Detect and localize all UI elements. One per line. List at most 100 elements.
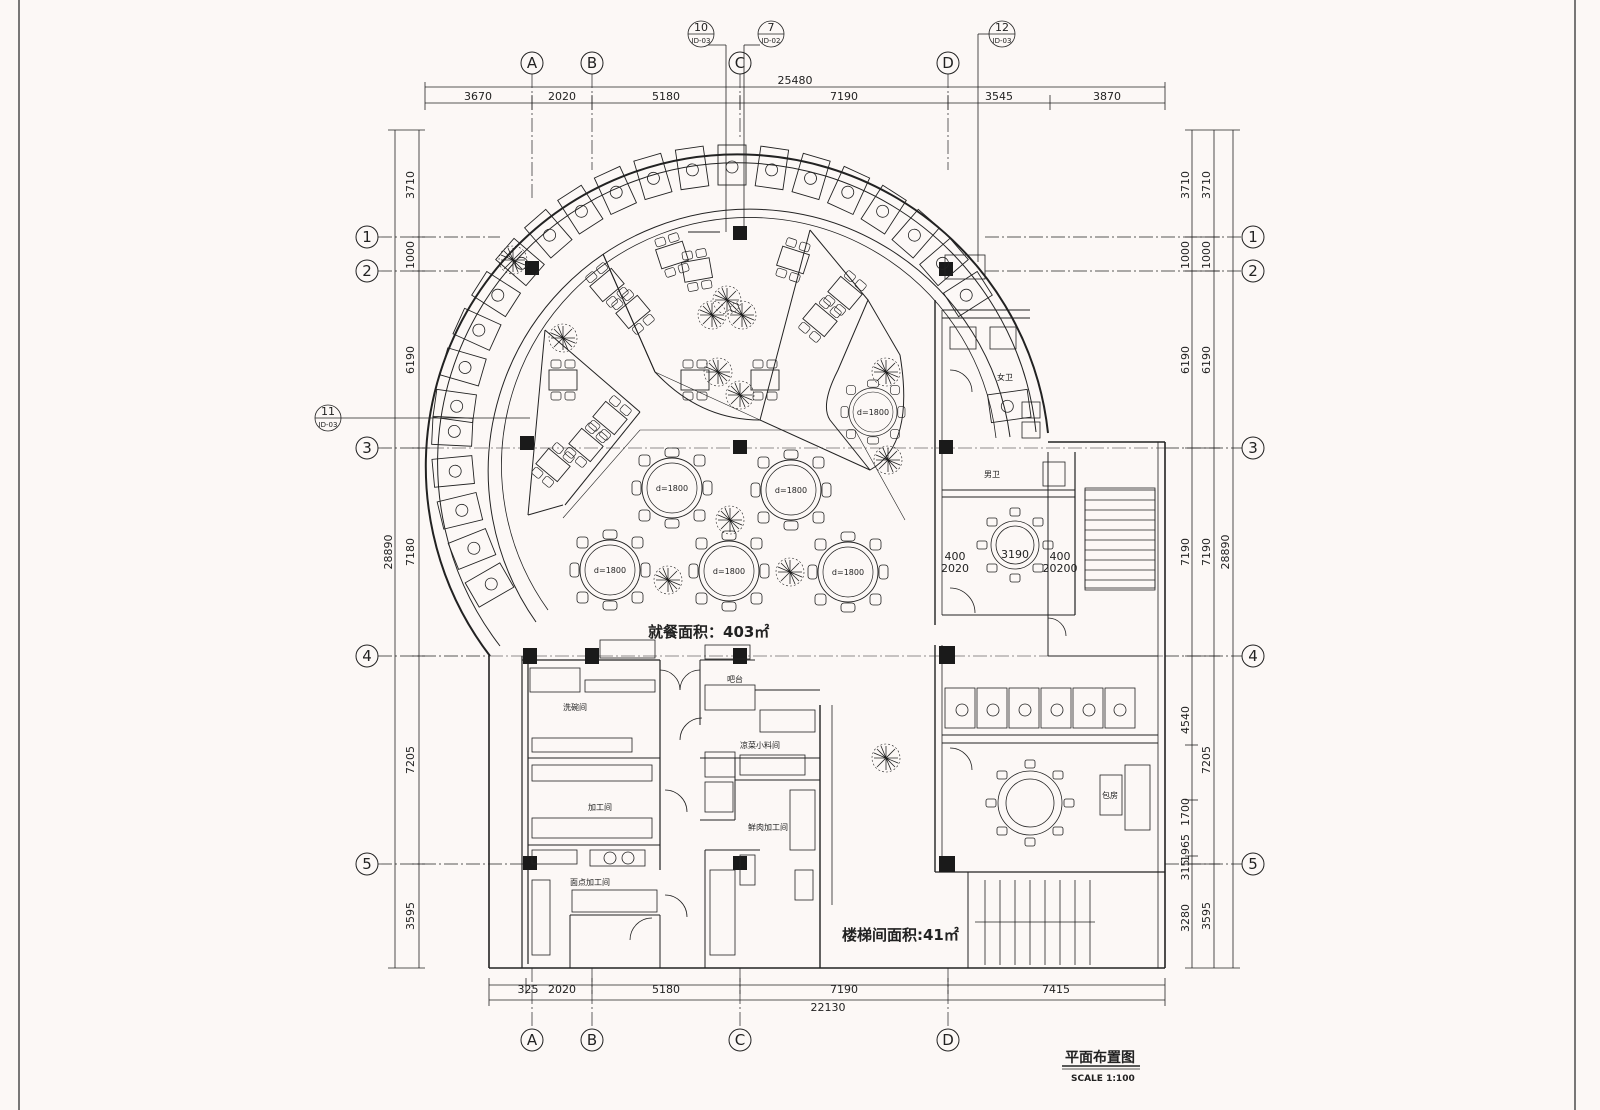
- axis-col-d: D: [936, 51, 960, 75]
- svg-text:1: 1: [1248, 228, 1258, 246]
- axis-row-5-right: 5: [1241, 852, 1265, 876]
- svg-text:2: 2: [1248, 262, 1258, 280]
- axis-row-4: 4: [355, 644, 379, 668]
- stair-upper: [1084, 489, 1156, 591]
- svg-text:C: C: [735, 54, 745, 72]
- booth-seat: [754, 145, 790, 191]
- stair-lower: [975, 880, 1095, 965]
- dim-top: 5180: [652, 90, 680, 103]
- dim-left: 7180: [404, 538, 417, 566]
- dim-right-outer: 3710: [1200, 171, 1213, 199]
- svg-text:d=1800: d=1800: [775, 486, 807, 495]
- axis-col-a-bottom: A: [520, 1028, 544, 1052]
- svg-text:B: B: [587, 54, 597, 72]
- round-tables: d=1800 d=1800 d=1800 d=1800 d=1800 d=180…: [569, 379, 906, 613]
- dimension-lines: [388, 82, 1240, 1006]
- svg-text:ID-03: ID-03: [993, 37, 1012, 45]
- svg-text:5: 5: [1248, 855, 1258, 873]
- dim-right-inner: 4540: [1179, 706, 1192, 734]
- dim-left: 1000: [404, 241, 417, 269]
- svg-text:3190: 3190: [1001, 548, 1029, 561]
- dishwash-label: 洗碗间: [563, 702, 587, 712]
- dim-top: 3670: [464, 90, 492, 103]
- dim-bottom-total: 22130: [811, 1001, 846, 1014]
- room-labels: 女卫 男卫 吧台 洗碗间 凉菜小料间 加工间 鲜肉加工间 面点加工间 包房: [563, 372, 1118, 887]
- svg-text:D: D: [942, 1031, 954, 1049]
- dim-right-inner: 1965: [1179, 834, 1192, 862]
- svg-text:12: 12: [995, 21, 1009, 34]
- svg-text:A: A: [527, 1031, 538, 1049]
- dim-bottom: 2020: [548, 983, 576, 996]
- axis-bubbles: A B C D A B C D 1 2 3 4 5 1 2 3 4 5: [355, 51, 1265, 1052]
- svg-text:ID-02: ID-02: [762, 37, 781, 45]
- svg-text:d=1800: d=1800: [656, 484, 688, 493]
- svg-text:10: 10: [694, 21, 708, 34]
- axis-grid-lines: [378, 74, 1242, 1030]
- callout-10: 10 ID-03: [687, 20, 727, 232]
- round-table: d=1800: [840, 379, 906, 445]
- dim-right-inner: 7190: [1179, 538, 1192, 566]
- axis-col-c: C: [728, 51, 752, 75]
- callout-11: 11 ID-03: [314, 404, 530, 432]
- dim-right-inner: 1000: [1179, 241, 1192, 269]
- round-table: d=1800: [750, 449, 832, 531]
- booth-seat: [524, 208, 573, 259]
- svg-text:d=1800: d=1800: [857, 408, 889, 417]
- elevation-callouts: 10 ID-03 7 ID-02 12 ID-03 11 ID-03: [314, 20, 1016, 432]
- meat-room-label: 鲜肉加工间: [748, 822, 788, 832]
- dim-left: 6190: [404, 346, 417, 374]
- booth-seat: [891, 208, 940, 259]
- round-table: d=1800: [807, 531, 889, 613]
- axis-col-b: B: [580, 51, 604, 75]
- dim-right-inner: 1700: [1179, 798, 1192, 826]
- service-rooms: [629, 254, 1156, 965]
- axis-row-1: 1: [355, 225, 379, 249]
- dim-bottom: 325: [518, 983, 539, 996]
- svg-text:A: A: [527, 54, 538, 72]
- svg-text:4: 4: [362, 647, 372, 665]
- axis-row-3: 3: [355, 436, 379, 460]
- svg-text:5: 5: [362, 855, 372, 873]
- women-wc-label: 女卫: [997, 372, 1013, 382]
- dim-left-total: 28890: [382, 535, 395, 570]
- svg-text:3: 3: [1248, 439, 1258, 457]
- booth-seat: [464, 562, 515, 608]
- dim-right-outer: 7205: [1200, 746, 1213, 774]
- men-wc-label: 男卫: [984, 470, 1000, 479]
- svg-text:C: C: [735, 1031, 745, 1049]
- dim-top: 3870: [1093, 90, 1121, 103]
- svg-text:D: D: [942, 54, 954, 72]
- dim-bottom: 7415: [1042, 983, 1070, 996]
- axis-row-3-right: 3: [1241, 436, 1265, 460]
- svg-text:d=1800: d=1800: [713, 567, 745, 576]
- dim-top-total: 25480: [778, 74, 813, 87]
- round-table: d=1800: [688, 530, 770, 612]
- structural-columns: [520, 226, 955, 872]
- callout-12: 12 ID-03: [977, 20, 1016, 262]
- svg-text:20200: 20200: [1043, 562, 1078, 575]
- stair-area-label: 楼梯间面积:41㎡: [842, 926, 959, 944]
- axis-row-4-right: 4: [1241, 644, 1265, 668]
- callout-7: 7 ID-02: [743, 20, 785, 232]
- svg-text:B: B: [587, 1031, 597, 1049]
- dim-right-outer: 6190: [1200, 346, 1213, 374]
- axis-col-c-bottom: C: [728, 1028, 752, 1052]
- dim-right-inner: 6190: [1179, 346, 1192, 374]
- svg-text:400: 400: [945, 550, 966, 563]
- svg-text:2020: 2020: [941, 562, 969, 575]
- svg-text:ID-03: ID-03: [692, 37, 711, 45]
- dining-hall: d=1800 d=1800 d=1800 d=1800 d=1800 d=180…: [431, 144, 1032, 773]
- svg-text:1: 1: [362, 228, 372, 246]
- booth-seat: [557, 184, 604, 235]
- svg-text:3: 3: [362, 439, 372, 457]
- title-block: 平面布置图 SCALE 1:100: [1062, 1049, 1140, 1084]
- dim-top: 7190: [830, 90, 858, 103]
- private-room-dims: 400 2020 3190 400 20200: [941, 548, 1078, 575]
- dim-right-outer: 1000: [1200, 241, 1213, 269]
- axis-col-b-bottom: B: [580, 1028, 604, 1052]
- svg-text:d=1800: d=1800: [594, 566, 626, 575]
- svg-text:ID-03: ID-03: [319, 421, 338, 429]
- drawing-title: 平面布置图: [1065, 1049, 1135, 1066]
- dim-left: 3595: [404, 902, 417, 930]
